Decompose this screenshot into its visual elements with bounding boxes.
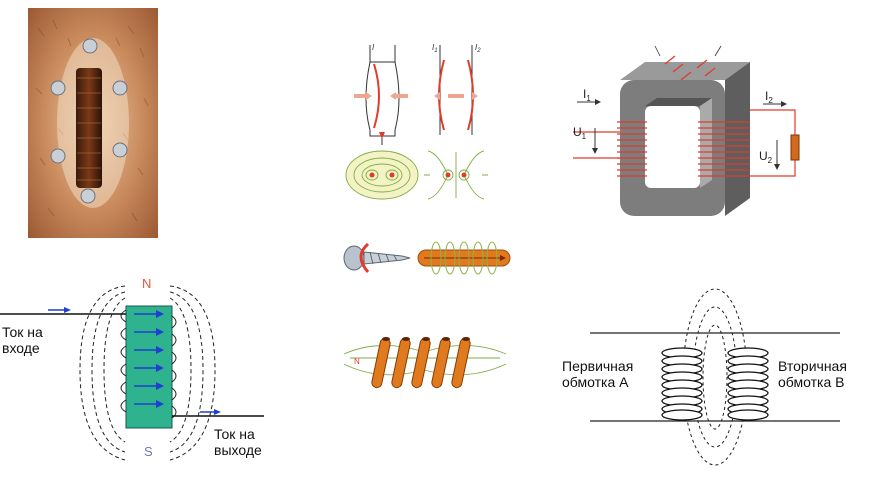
electromagnet-diagram: N S Ток на входе Ток на выходе: [0, 270, 300, 470]
rod-field-loops: [430, 241, 498, 275]
current-out-arrowhead: [781, 101, 787, 107]
conductor-dot-a: [369, 172, 375, 178]
force-arrowhead-left-a: [366, 92, 372, 100]
primary-label-line2: обмотка А: [562, 374, 629, 391]
output-label-line2: выходе: [214, 442, 262, 459]
current-label-b1: I1: [432, 43, 438, 54]
current-in-label: I1: [583, 87, 591, 103]
north-pole-label: N: [142, 276, 151, 291]
coils-svg: [590, 288, 840, 466]
input-label-line2: входе: [2, 340, 40, 357]
helix-turns: [371, 337, 471, 389]
current-label-a: I: [372, 43, 375, 52]
coil-photo-svg: [28, 8, 158, 238]
field-lines-dashed: [79, 285, 216, 461]
field-lines-attract: [345, 150, 419, 200]
screw-heads: [50, 38, 128, 204]
leader-line-b: [714, 45, 722, 57]
primary-label-line1: Первичная: [562, 358, 634, 374]
voltage-in-arrowhead: [592, 148, 598, 154]
load-resistor: [790, 134, 800, 161]
coil-loops: [120, 309, 177, 419]
leader-line-a: [654, 45, 661, 57]
coil-windings: [77, 77, 101, 181]
helix-north-label: N: [354, 357, 360, 366]
screw-svg: [343, 241, 511, 275]
conductor-dot-d: [461, 172, 467, 178]
transformer-svg: I1 U1 I2 U2: [573, 45, 800, 216]
secondary-label-line1: Вторичная: [778, 358, 847, 374]
voltage-in-label: U1: [573, 125, 587, 141]
parallel-conductors-diagram: I I1 I2: [340, 40, 500, 210]
secondary-coil: [727, 347, 769, 421]
current-arrow-left: [379, 132, 385, 139]
screw-rule-diagram: [340, 232, 515, 282]
primary-coil-label: Первичная обмотка А: [562, 358, 633, 390]
wire-red-left-a: [373, 63, 380, 129]
helix-svg: N: [343, 337, 507, 389]
output-current-arrowhead: [214, 409, 221, 415]
voltage-out-label: U2: [759, 149, 773, 165]
current-out-label: I2: [765, 89, 773, 105]
helix-turn-ends: [382, 337, 470, 341]
force-arrowhead-left-b: [390, 92, 396, 100]
core-flux-arrowheads: [156, 310, 164, 408]
conductor-dot-c: [445, 172, 451, 178]
secondary-label-line2: обмотка В: [778, 374, 845, 391]
input-current-arrowhead: [64, 307, 71, 313]
conductor-dot-b: [389, 172, 395, 178]
conductors-svg: I I1 I2: [345, 43, 488, 200]
force-arrowhead-right-b: [472, 92, 478, 100]
input-label-line1: Ток на: [2, 324, 43, 340]
screw-icon: [343, 242, 411, 273]
input-current-label: Ток на входе: [2, 324, 43, 356]
top-winding-arrows: [664, 55, 716, 81]
south-pole-label: S: [144, 444, 153, 459]
secondary-winding: [698, 109, 796, 177]
electromagnet-svg: N S: [0, 276, 264, 461]
primary-winding: [573, 121, 647, 177]
primary-coil: [661, 347, 703, 421]
voltage-out-arrowhead: [774, 164, 780, 170]
core-flux-arrows: [134, 313, 156, 405]
current-label-b2: I2: [475, 43, 481, 54]
coil-on-fur-photo: [28, 8, 158, 238]
iron-core: [125, 305, 173, 429]
field-lines-repel: [424, 150, 488, 200]
secondary-coil-label: Вторичная обмотка В: [778, 358, 847, 390]
helical-coil-diagram: N: [340, 330, 510, 395]
coil-body: [76, 68, 102, 188]
output-current-label: Ток на выходе: [214, 426, 262, 458]
conductor-pair-right: [439, 45, 473, 135]
transformer-diagram: I1 U1 I2 U2: [565, 40, 815, 220]
current-in-arrowhead: [595, 99, 601, 105]
transformer-core: [620, 62, 750, 216]
mutual-induction-diagram: Первичная обмотка А Вторичная обмотка В: [560, 285, 870, 470]
output-label-line1: Ток на: [214, 426, 255, 442]
force-arrowhead-right-a: [434, 92, 440, 100]
